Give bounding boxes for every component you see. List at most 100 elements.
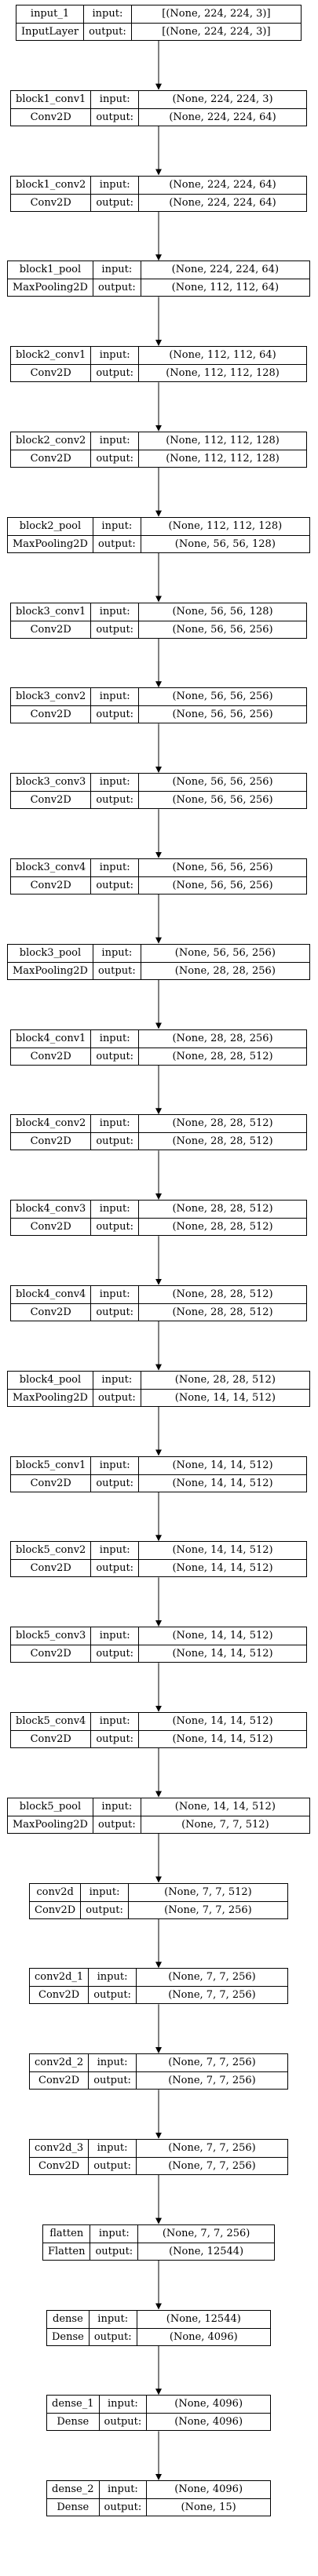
io-labels: input:output: bbox=[93, 1372, 141, 1406]
layer-name: conv2d bbox=[30, 1884, 81, 1902]
layer-name: dense bbox=[47, 2311, 89, 2329]
layer-type: InputLayer bbox=[21, 25, 79, 38]
io-shapes: (None, 28, 28, 256)(None, 28, 28, 512) bbox=[139, 1030, 306, 1065]
layer-name: block5_conv2 bbox=[11, 1542, 91, 1560]
io-shapes: (None, 56, 56, 256)(None, 56, 56, 256) bbox=[139, 859, 306, 894]
layer-type: Dense bbox=[57, 2501, 90, 2513]
io-shapes: (None, 224, 224, 64)(None, 112, 112, 64) bbox=[141, 261, 309, 296]
layer-type: MaxPooling2D bbox=[13, 281, 88, 293]
input-label: input: bbox=[93, 261, 141, 279]
layer-type: Conv2D bbox=[30, 111, 71, 123]
layer-name: block1_conv2 bbox=[11, 177, 91, 195]
output-shape: (None, 28, 28, 512) bbox=[172, 1135, 273, 1147]
io-shapes: (None, 12544)(None, 4096) bbox=[137, 2311, 270, 2345]
io-shapes: (None, 7, 7, 512)(None, 7, 7, 256) bbox=[128, 1884, 287, 1918]
output-label: output: bbox=[95, 2245, 133, 2257]
output-shape: (None, 14, 14, 512) bbox=[172, 1561, 273, 1574]
io-shapes: (None, 28, 28, 512)(None, 28, 28, 512) bbox=[139, 1201, 306, 1235]
output-label: output: bbox=[93, 2074, 131, 2086]
io-shapes: (None, 224, 224, 64)(None, 224, 224, 64) bbox=[139, 177, 306, 211]
layer-type: Conv2D bbox=[30, 708, 71, 720]
io-shapes: (None, 112, 112, 128) (None, 112, 112, 12… bbox=[139, 432, 306, 467]
input-label: input: bbox=[91, 347, 139, 365]
layer-type: Flatten bbox=[48, 2245, 86, 2257]
output-label: output: bbox=[97, 1818, 136, 1831]
input-label: input: bbox=[93, 518, 141, 536]
output-label: output: bbox=[96, 708, 134, 720]
input-label: input: bbox=[91, 859, 139, 877]
input-shape: (None, 4096) bbox=[147, 2481, 270, 2499]
output-label: output: bbox=[93, 2330, 132, 2343]
input-label: input: bbox=[91, 1030, 139, 1048]
input-shape: (None, 7, 7, 256) bbox=[136, 2054, 287, 2072]
layer-name: block5_conv3 bbox=[11, 1627, 91, 1645]
input-label: input: bbox=[89, 2311, 137, 2329]
input-label: input: bbox=[89, 2054, 136, 2072]
input-shape: (None, 28, 28, 512) bbox=[139, 1115, 306, 1133]
output-label: output: bbox=[104, 2501, 142, 2513]
output-shape: (None, 7, 7, 256) bbox=[168, 1988, 256, 2001]
output-shape: (None, 14, 14, 512) bbox=[172, 1733, 273, 1745]
output-label: output: bbox=[96, 623, 134, 636]
input-shape: (None, 14, 14, 512) bbox=[139, 1627, 306, 1645]
output-shape: (None, 4096) bbox=[174, 2415, 243, 2428]
input-shape: (None, 112, 112, 64) bbox=[139, 347, 306, 365]
io-shapes: (None, 56, 56, 256)(None, 56, 56, 256) bbox=[139, 688, 306, 723]
output-label: output: bbox=[96, 1135, 134, 1147]
layer-name: block3_pool bbox=[8, 945, 93, 963]
layer-name: conv2d_1 bbox=[30, 1969, 89, 1987]
input-label: input: bbox=[93, 1372, 141, 1390]
io-labels: input:output: bbox=[81, 1884, 129, 1918]
layer-name: block4_pool bbox=[8, 1372, 93, 1390]
output-label: output: bbox=[96, 1561, 134, 1574]
io-labels: input:output: bbox=[91, 1713, 140, 1747]
io-labels: input:output: bbox=[91, 1201, 140, 1235]
io-shapes: (None, 14, 14, 512)(None, 7, 7, 512) bbox=[141, 1798, 309, 1833]
layer-type: Conv2D bbox=[38, 1988, 80, 2001]
input-shape: (None, 7, 7, 256) bbox=[138, 2225, 274, 2243]
io-shapes: (None, 7, 7, 256)(None, 7, 7, 256) bbox=[136, 1969, 287, 2003]
output-shape: (None, 7, 7, 256) bbox=[164, 1904, 252, 1916]
io-labels: input:output: bbox=[91, 774, 140, 808]
layer-type: Conv2D bbox=[35, 1904, 76, 1916]
input-shape: (None, 112, 112, 128) bbox=[139, 432, 306, 450]
output-shape: (None, 56, 56, 256) bbox=[172, 708, 273, 720]
input-shape: (None, 28, 28, 512) bbox=[141, 1372, 309, 1390]
layer-type: Conv2D bbox=[30, 1647, 71, 1660]
layer-name: block5_conv4 bbox=[11, 1713, 91, 1731]
io-labels: input:output: bbox=[93, 261, 141, 296]
io-labels: input:output: bbox=[91, 91, 140, 126]
input-shape: (None, 4096) bbox=[147, 2396, 270, 2414]
input-label: input: bbox=[99, 2396, 147, 2414]
io-shapes: (None, 14, 14, 512)(None, 14, 14, 512) bbox=[139, 1457, 306, 1492]
input-shape: (None, 224, 224, 3) bbox=[139, 91, 306, 109]
output-shape: (None, 112, 112, 128) bbox=[166, 452, 280, 465]
io-shapes: (None, 14, 14, 512)(None, 14, 14, 512) bbox=[139, 1713, 306, 1747]
io-labels: input:output: bbox=[90, 2225, 139, 2260]
io-labels: input:output: bbox=[93, 945, 141, 979]
input-label: input: bbox=[91, 1201, 139, 1219]
